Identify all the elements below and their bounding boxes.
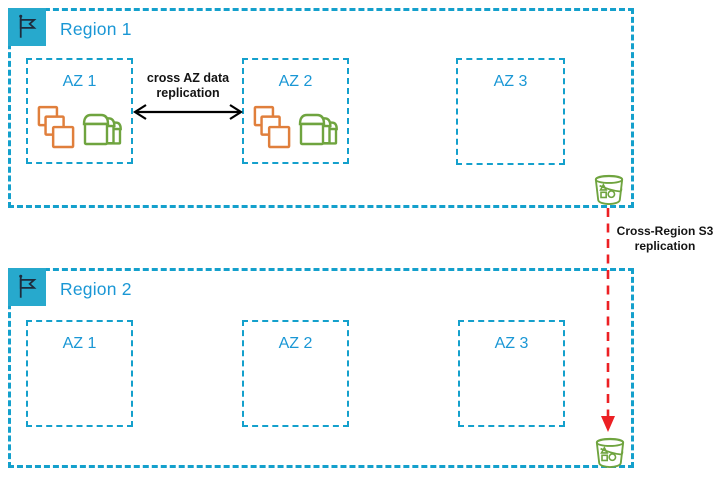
s3-bucket-icon [594,174,624,206]
region-1-flag-box [8,8,46,46]
storage-stack-icon [298,113,338,146]
cross-az-replication-label: cross AZ data replication [146,71,230,101]
region-1-label: Region 1 [60,19,132,39]
region-1-boundary: Region 1 AZ 1 [8,8,634,208]
storage-stack-icon [82,113,122,146]
cross-region-replication-label: Cross-Region S3 replication [616,224,714,253]
flag-icon [19,14,37,38]
red-dashed-down-arrow [601,208,615,432]
az-label: AZ 1 [62,73,97,90]
az-box-region2-az2: AZ 2 [242,320,349,427]
az-box-region2-az1: AZ 1 [26,320,133,427]
az-box-region1-az1: AZ 1 [26,58,133,164]
instances-stack-icon [37,105,75,149]
az-label: AZ 3 [494,335,529,352]
region-2-boundary: Region 2 AZ 1 AZ 2 AZ 3 [8,268,634,468]
az-box-region1-az2: AZ 2 [242,58,349,164]
instances-stack-icon [253,105,291,149]
az-box-region1-az3: AZ 3 [456,58,565,165]
az-label: AZ 1 [62,335,97,352]
az-label: AZ 2 [278,73,313,90]
double-headed-arrow [132,104,244,120]
s3-bucket-icon [595,437,625,469]
az-label: AZ 2 [278,335,313,352]
az-label: AZ 3 [493,73,528,90]
flag-icon [19,274,37,298]
az-box-region2-az3: AZ 3 [458,320,565,427]
region-2-flag-box [8,268,46,306]
region-2-label: Region 2 [60,279,132,299]
